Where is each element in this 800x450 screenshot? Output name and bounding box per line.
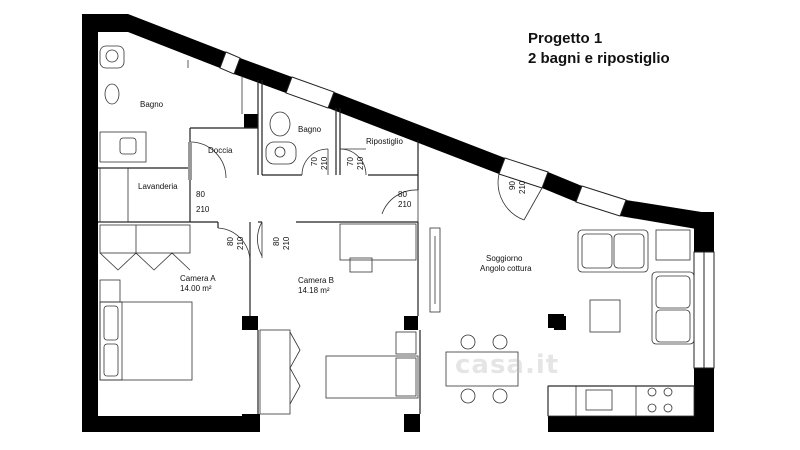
dining-table: [445, 351, 519, 387]
room-label-doccia: Doccia: [208, 146, 233, 155]
sofa-2: [651, 271, 695, 345]
project-subtitle: 2 bagni e ripostiglio: [528, 50, 670, 67]
room-label-lavanderia: Lavanderia: [138, 182, 178, 191]
exterior-walls: [82, 14, 714, 432]
room-label-camera-a: Camera A: [180, 274, 216, 283]
bidet-1: [104, 83, 120, 105]
room-label-ripostiglio: Ripostiglio: [366, 137, 403, 146]
door-width-ripostiglio: 70: [346, 157, 355, 166]
armchair: [655, 229, 691, 261]
diagonal-wall-1: [128, 14, 226, 68]
sink-1: [99, 131, 147, 163]
door-swings: [189, 141, 543, 261]
door-width-camera-a: 80: [226, 237, 235, 246]
room-area-camera-a: 14.00 m²: [180, 284, 212, 293]
window-4: [575, 185, 627, 217]
door-width-bagno-2: 70: [310, 157, 319, 166]
door-height-camera-a: 210: [236, 236, 245, 250]
door-arc-camera-b: [257, 221, 263, 257]
room-label-bagno-2: Bagno: [298, 125, 322, 134]
shower-glass: [188, 142, 192, 180]
diagonal-wall-5: [620, 200, 714, 232]
diagonal-wall-2: [234, 58, 292, 93]
tv-unit: [429, 227, 441, 313]
window-1: [219, 51, 241, 75]
door-height-corridor: 210: [398, 200, 412, 209]
hob: [647, 387, 657, 397]
door-height-lavanderia: 210: [196, 205, 210, 214]
column-1: [242, 316, 258, 330]
room-label-camera-b: Camera B: [298, 276, 335, 285]
door-height-ripostiglio: 210: [356, 156, 365, 170]
wardrobe-a: [99, 279, 121, 303]
right-wall-lower: [694, 368, 714, 432]
project-title: Progetto 1: [528, 30, 603, 47]
room-area-camera-b: 14.18 m²: [298, 286, 330, 295]
bidet-2: [265, 141, 297, 165]
diagonal-wall-3: [328, 92, 505, 174]
room-label-soggiorno: Soggiorno: [486, 254, 523, 263]
door-width-corridor: 80: [398, 190, 407, 199]
diagonal-wall-4: [542, 172, 582, 202]
column-2: [404, 316, 418, 330]
living-furniture: [429, 227, 695, 417]
coffee-table: [589, 299, 621, 333]
watermark-logo: casa.it: [455, 350, 560, 380]
laundry-cabinet: [99, 224, 191, 254]
room-label-bagno-1: Bagno: [140, 100, 164, 109]
door-arc-camera-a: [217, 227, 251, 261]
toilet-2: [269, 111, 291, 137]
door-width-lavanderia: 80: [196, 190, 205, 199]
door-height-bagno-2: 210: [320, 156, 329, 170]
door-height-camera-b: 210: [282, 236, 291, 250]
door-arc-entrance: [497, 173, 525, 221]
door-arc-lavanderia: [189, 141, 227, 179]
window-2: [285, 76, 335, 109]
door-height-entrance: 210: [518, 180, 527, 194]
kitchen-sink: [585, 389, 613, 411]
bathroom-1-fixtures: [99, 45, 243, 163]
toilet-1: [99, 45, 125, 69]
door-arc-bagno2: [301, 148, 329, 176]
door-width-camera-b: 80: [272, 237, 281, 246]
bottom-wall-left: [82, 416, 242, 432]
bed-b: [325, 355, 419, 399]
left-wall: [82, 14, 98, 432]
bottom-wall-right: [548, 416, 714, 432]
kitchen-counter: [547, 385, 695, 417]
bed-a: [99, 301, 193, 381]
bathroom-2-fixtures: [265, 111, 297, 165]
room-label-angolo-cottura: Angolo cottura: [480, 264, 532, 273]
camera-a-furniture: [99, 279, 193, 381]
door-width-entrance: 90: [508, 181, 517, 190]
column-living: [548, 314, 564, 328]
door-arc-corridor: [381, 189, 419, 215]
laundry-fixtures: [99, 167, 191, 271]
column-5: [404, 414, 420, 432]
wardrobe-b: [259, 329, 291, 415]
sofa-1: [577, 229, 649, 273]
column-6: [244, 114, 258, 128]
camera-b-furniture: [259, 223, 419, 415]
column-4: [242, 414, 260, 432]
desk-b: [339, 223, 417, 261]
